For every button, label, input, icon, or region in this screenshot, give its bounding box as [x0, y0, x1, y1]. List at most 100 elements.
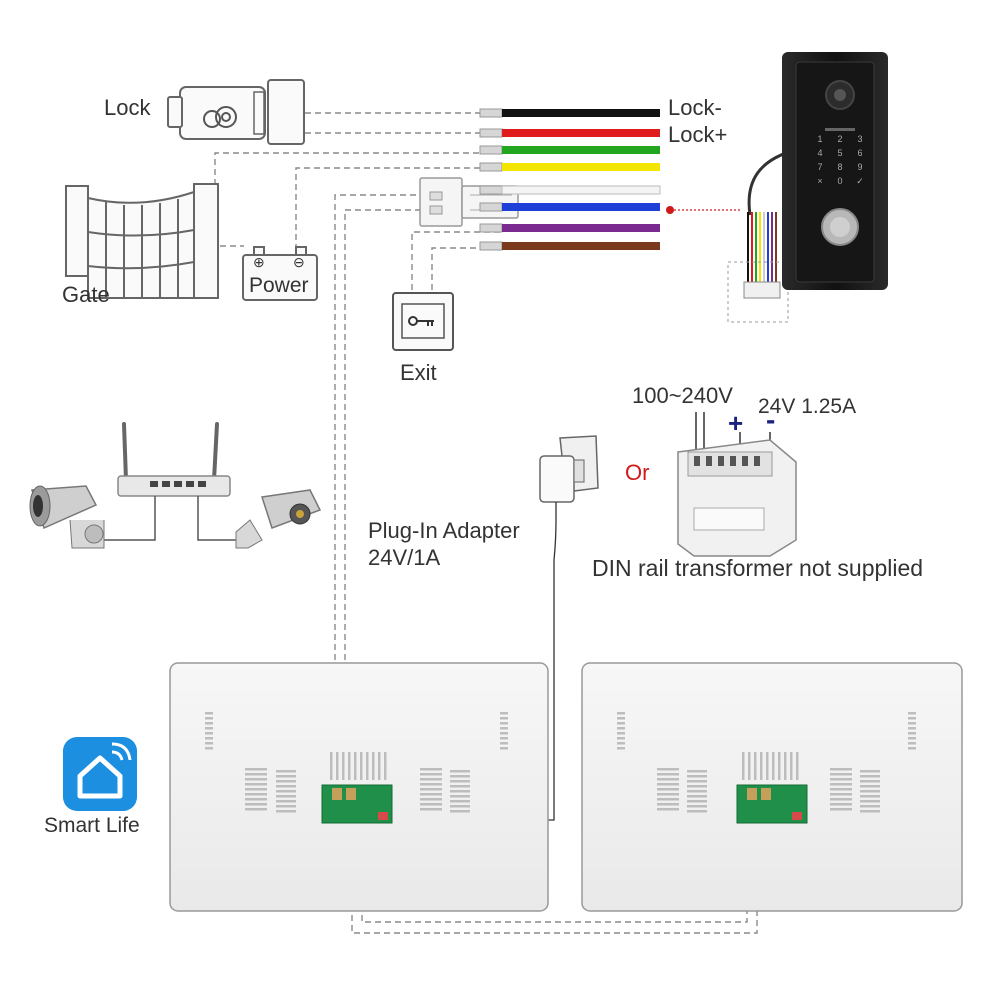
wire-ferrule: [479, 241, 503, 251]
vent-slot: [657, 798, 679, 801]
colored-wire: [502, 163, 660, 171]
vent-slot: [830, 778, 852, 781]
wire-ferrule: [479, 185, 503, 195]
vent-slot: [205, 732, 213, 735]
colored-wire: [502, 146, 660, 154]
colored-wire: [502, 224, 660, 232]
gate-label: Gate: [62, 282, 110, 307]
vent-slot: [617, 722, 625, 725]
vent-slot: [276, 780, 296, 783]
battery-icon: [242, 246, 318, 301]
terminal-connector: [419, 177, 519, 227]
vent-slot: [500, 737, 508, 740]
colored-wire-bundle: [479, 108, 661, 251]
colored-wire: [502, 109, 660, 117]
keypad-key: ✓: [856, 176, 864, 186]
vent-slot: [276, 805, 296, 808]
vent-slot: [790, 752, 793, 780]
keypad-key: 9: [857, 162, 862, 172]
vent-slot: [830, 798, 852, 801]
vent-slot: [860, 800, 880, 803]
vent-slot: [245, 798, 267, 801]
vent-slot: [348, 752, 351, 780]
vent-slot: [205, 722, 213, 725]
monitor-1-terminal-board: [321, 784, 393, 824]
power-label: Power: [249, 274, 309, 297]
vent-slot: [450, 795, 470, 798]
vent-slot: [766, 752, 769, 780]
vent-slot: [500, 727, 508, 730]
vent-slot: [687, 775, 707, 778]
vent-slot: [617, 732, 625, 735]
keypad-key: 6: [857, 148, 862, 158]
vent-slot: [420, 798, 442, 801]
keypad-key: 4: [817, 148, 822, 158]
adapter-label-line1: Plug-In Adapter: [368, 518, 520, 543]
vent-slot: [830, 793, 852, 796]
vent-slot: [420, 788, 442, 791]
vent-slot: [860, 770, 880, 773]
keypad-key: 5: [837, 148, 842, 158]
vent-slot: [760, 752, 763, 780]
vent-slot: [830, 808, 852, 811]
colored-wire: [502, 242, 660, 250]
vent-slot: [908, 722, 916, 725]
vent-slot: [420, 778, 442, 781]
vent-slot: [500, 722, 508, 725]
colored-wire: [502, 129, 660, 137]
wire-to-doorbell: [666, 206, 742, 214]
vent-slot: [772, 752, 775, 780]
vent-slot: [420, 783, 442, 786]
lock-minus-label: Lock-: [668, 95, 722, 120]
vent-slot: [500, 732, 508, 735]
vent-slot: [245, 793, 267, 796]
vent-slot: [860, 805, 880, 808]
vent-slot: [245, 788, 267, 791]
vent-slot: [276, 770, 296, 773]
vent-slot: [500, 742, 508, 745]
vent-slot: [617, 742, 625, 745]
din-rail-transformer: [677, 412, 797, 557]
vent-slot: [687, 770, 707, 773]
vent-slot: [657, 793, 679, 796]
vent-slot: [378, 752, 381, 780]
vent-slot: [908, 727, 916, 730]
vent-slot: [687, 805, 707, 808]
vent-slot: [450, 775, 470, 778]
vent-slot: [245, 783, 267, 786]
electric-lock: [167, 79, 305, 145]
wire-ferrule: [479, 145, 503, 155]
keypad-key: 0: [837, 176, 842, 186]
vent-slot: [657, 773, 679, 776]
router-icon: [117, 422, 231, 497]
vent-slot: [245, 773, 267, 776]
vent-slot: [657, 768, 679, 771]
din-rail-note: DIN rail transformer not supplied: [592, 555, 924, 581]
vent-slot: [450, 790, 470, 793]
vent-slot: [657, 778, 679, 781]
vent-slot: [500, 712, 508, 715]
vent-slot: [617, 737, 625, 740]
monitor-2-terminal-board: [736, 784, 808, 824]
smart-life-label: Smart Life: [44, 814, 140, 837]
din-plus-symbol: +: [728, 408, 744, 438]
adapter-label-line2: 24V/1A: [368, 545, 441, 570]
vent-slot: [657, 788, 679, 791]
bullet-camera-right-icon: [235, 489, 322, 549]
vent-slot: [778, 752, 781, 780]
vent-slot: [384, 752, 387, 780]
vent-slot: [617, 747, 625, 750]
vent-slot: [687, 790, 707, 793]
vent-slot: [360, 752, 363, 780]
vent-slot: [830, 773, 852, 776]
vent-slot: [908, 717, 916, 720]
plug-in-adapter: [395, 435, 599, 821]
colored-wire: [501, 185, 661, 195]
vent-slot: [450, 785, 470, 788]
vent-slot: [742, 752, 745, 780]
vent-slot: [205, 717, 213, 720]
vent-slot: [860, 775, 880, 778]
vent-slot: [205, 727, 213, 730]
vent-slot: [420, 768, 442, 771]
